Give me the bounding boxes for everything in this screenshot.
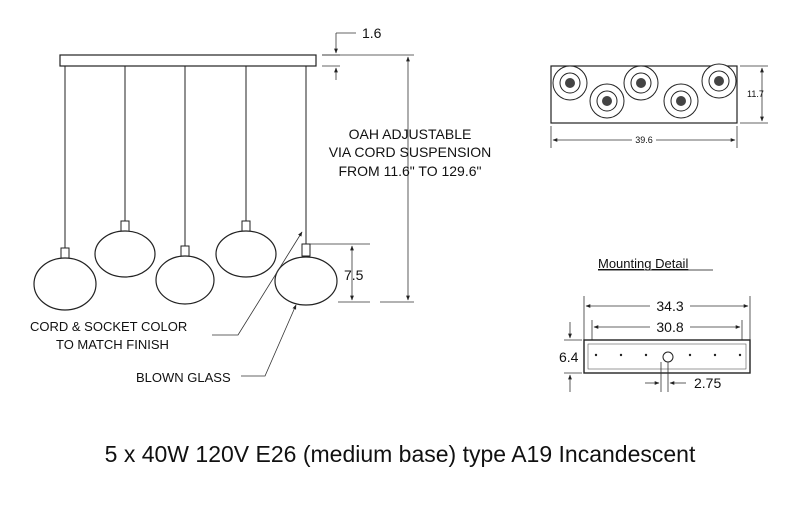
top-view-depth-label: 11.7: [747, 89, 764, 99]
top-view-length-label: 39.6: [635, 135, 653, 145]
center-hole: [662, 351, 674, 363]
pendant-3: [155, 245, 215, 305]
top-view-sockets: [552, 63, 737, 119]
offset-label: 2.75: [694, 375, 721, 391]
cord-note: CORD & SOCKET COLOR TO MATCH FINISH: [30, 231, 303, 352]
canopy: [59, 54, 317, 67]
pendant-2: [94, 220, 156, 278]
shade-height-label: 7.5: [344, 267, 364, 283]
cord-note-line-1: CORD & SOCKET COLOR: [30, 319, 187, 334]
shade-height-dimension: 7.5: [310, 243, 370, 303]
mounting-depth-label: 6.4: [559, 349, 579, 365]
inner-length-label: 30.8: [656, 319, 683, 335]
pendant-5: [274, 243, 338, 306]
glass-note: BLOWN GLASS: [136, 304, 297, 385]
fixture-elevation: 1.6 OAH ADJUSTABLE VIA CORD SUSPENSION F…: [30, 25, 491, 385]
pendant-4: [215, 220, 277, 278]
canopy-thickness-label: 1.6: [362, 25, 382, 41]
outer-length-label: 34.3: [656, 298, 683, 314]
lamp-spec-caption: 5 x 40W 120V E26 (medium base) type A19 …: [105, 441, 696, 467]
pendant-1: [33, 247, 97, 311]
oah-line-1: OAH ADJUSTABLE: [349, 126, 472, 142]
oah-line-3: FROM 11.6" TO 129.6": [338, 163, 481, 179]
cord-note-line-2: TO MATCH FINISH: [56, 337, 169, 352]
top-view: 11.7 39.6: [550, 63, 768, 148]
oah-line-2: VIA CORD SUSPENSION: [329, 144, 492, 160]
cords: [64, 66, 307, 252]
mounting-detail-title: Mounting Detail: [598, 256, 688, 271]
oah-dimension: OAH ADJUSTABLE VIA CORD SUSPENSION FROM …: [322, 54, 492, 303]
mounting-detail: Mounting Detail 34.3 30.8 6.4: [559, 256, 751, 392]
glass-note-label: BLOWN GLASS: [136, 370, 231, 385]
canopy-thickness-dimension: 1.6: [322, 25, 382, 80]
